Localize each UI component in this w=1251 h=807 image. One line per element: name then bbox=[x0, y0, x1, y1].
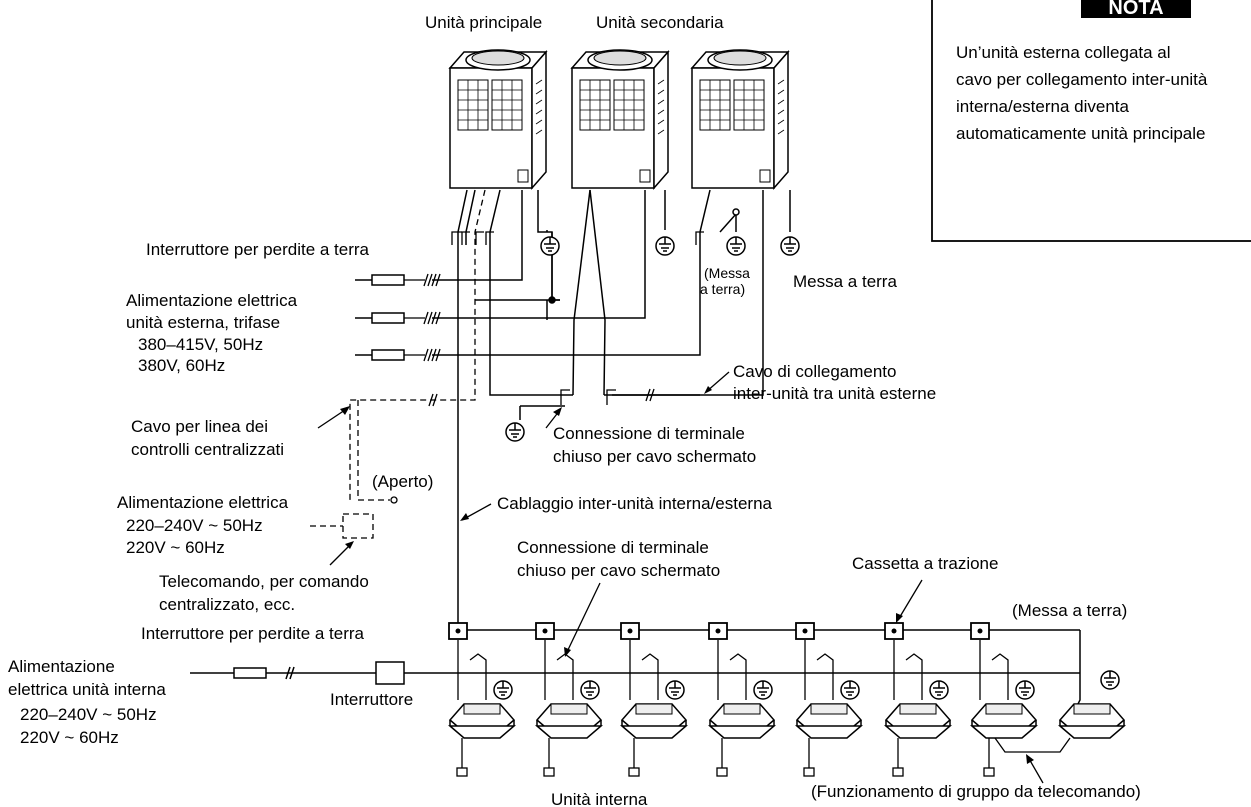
earth-icon bbox=[1015, 680, 1035, 700]
terminal-brackets bbox=[451, 231, 704, 405]
pull-box-label: Cassetta a trazione bbox=[852, 554, 998, 573]
open-end-icon bbox=[390, 496, 398, 504]
earth-icon bbox=[655, 236, 675, 256]
main-unit-label: Unità principale bbox=[425, 13, 542, 32]
outdoor-unit-main bbox=[449, 49, 547, 189]
earth-icon bbox=[505, 422, 525, 442]
earth-icon bbox=[726, 236, 746, 256]
breaker-icon bbox=[371, 349, 405, 361]
indoor-unit-icon bbox=[1059, 703, 1125, 739]
remote-power-label-1: Alimentazione elettrica bbox=[117, 493, 289, 512]
earth-icon bbox=[840, 680, 860, 700]
earth-label: Messa a terra bbox=[793, 272, 897, 291]
indoor-unit-icon bbox=[971, 703, 1037, 739]
outdoor-unit-secondary-2 bbox=[691, 49, 789, 189]
earth-paren-right-label: (Messa a terra) bbox=[1012, 601, 1127, 620]
inter-outdoor-cable-label-1: Cavo di collegamento bbox=[733, 362, 896, 381]
pull-box-icon bbox=[708, 622, 728, 640]
indoor-unit-icon bbox=[796, 703, 862, 739]
indoor-power-line bbox=[190, 666, 1080, 680]
central-line-label-1: Cavo per linea dei bbox=[131, 417, 268, 436]
note-line-3: interna/esterna diventa bbox=[956, 97, 1129, 116]
remote-power-label-3: 220V ~ 60Hz bbox=[126, 538, 225, 557]
earth-icon bbox=[580, 680, 600, 700]
earth-icon bbox=[780, 236, 800, 256]
earth-paren-label-1: (Messa bbox=[704, 265, 750, 281]
shield-term-top-label-1: Connessione di terminale bbox=[553, 424, 745, 443]
earth-leakage-breaker-bottom-label: Interruttore per perdite a terra bbox=[141, 624, 365, 643]
indoor-power-label-2: elettrica unità interna bbox=[8, 680, 166, 699]
earth-paren-label-2: a terra) bbox=[700, 281, 745, 297]
indoor-unit-icon bbox=[709, 703, 775, 739]
indoor-unit-icon bbox=[449, 703, 515, 739]
note-title: NOTA bbox=[1108, 0, 1163, 19]
outdoor-power-label-3: 380–415V, 50Hz bbox=[138, 335, 263, 354]
remote-label-2: centralizzato, ecc. bbox=[159, 595, 295, 614]
indoor-unit-icon bbox=[885, 703, 951, 739]
remote-power-label-2: 220–240V ~ 50Hz bbox=[126, 516, 263, 535]
pull-box-icon bbox=[970, 622, 990, 640]
inter-outdoor-cable-label-2: inter-unità tra unità esterne bbox=[733, 384, 936, 403]
shield-term-top-label-2: chiuso per cavo schermato bbox=[553, 447, 756, 466]
pull-box-icon bbox=[795, 622, 815, 640]
note-box: NOTA Un’unità esterna collegata al cavo … bbox=[931, 0, 1251, 242]
indoor-unit-icon bbox=[621, 703, 687, 739]
central-control-line bbox=[310, 189, 486, 539]
earth-icon bbox=[1100, 670, 1120, 690]
outdoor-unit-secondary-1 bbox=[571, 49, 669, 189]
remote-label-1: Telecomando, per comando bbox=[159, 572, 369, 591]
breaker-icon bbox=[371, 274, 405, 286]
shield-term-mid-label-2: chiuso per cavo schermato bbox=[517, 561, 720, 580]
shield-term-mid-label-1: Connessione di terminale bbox=[517, 538, 709, 557]
earth-leakage-breaker-top-label: Interruttore per perdite a terra bbox=[146, 240, 370, 259]
earth-icon bbox=[540, 236, 560, 256]
pull-box-icon bbox=[535, 622, 555, 640]
switch-icon bbox=[375, 661, 405, 685]
note-line-2: cavo per collegamento inter-unità bbox=[956, 70, 1208, 89]
indoor-power-label-4: 220V ~ 60Hz bbox=[20, 728, 119, 747]
open-label: (Aperto) bbox=[372, 472, 433, 491]
earth-icon bbox=[753, 680, 773, 700]
central-line-label-2: controlli centralizzati bbox=[131, 440, 284, 459]
indoor-power-label-1: Alimentazione bbox=[8, 657, 115, 676]
pull-box-icon bbox=[884, 622, 904, 640]
switch-label: Interruttore bbox=[330, 690, 413, 709]
pull-box-icon bbox=[448, 622, 468, 640]
note-line-1: Un’unità esterna collegata al bbox=[956, 43, 1171, 62]
in-out-wiring-label: Cablaggio inter-unità interna/esterna bbox=[497, 494, 773, 513]
pull-box-icon bbox=[620, 622, 640, 640]
wire-count-marks bbox=[404, 273, 655, 407]
earth-icon bbox=[929, 680, 949, 700]
indoor-unit-label: Unità interna bbox=[551, 790, 648, 807]
breaker-icon bbox=[371, 312, 405, 324]
outdoor-power-label-4: 380V, 60Hz bbox=[138, 356, 225, 375]
earth-icon bbox=[493, 680, 513, 700]
indoor-unit-icon bbox=[536, 703, 602, 739]
note-line-4: automaticamente unità principale bbox=[956, 124, 1205, 143]
indoor-row bbox=[448, 622, 1125, 777]
earth-icon bbox=[665, 680, 685, 700]
group-control-label: (Funzionamento di gruppo da telecomando) bbox=[811, 782, 1141, 801]
secondary-unit-label: Unità secondaria bbox=[596, 13, 724, 32]
outdoor-breakers bbox=[355, 279, 372, 356]
outdoor-power-label-2: unità esterna, trifase bbox=[126, 313, 280, 332]
indoor-power-label-3: 220–240V ~ 50Hz bbox=[20, 705, 157, 724]
breaker-icon bbox=[233, 667, 267, 679]
outdoor-power-label-1: Alimentazione elettrica bbox=[126, 291, 298, 310]
